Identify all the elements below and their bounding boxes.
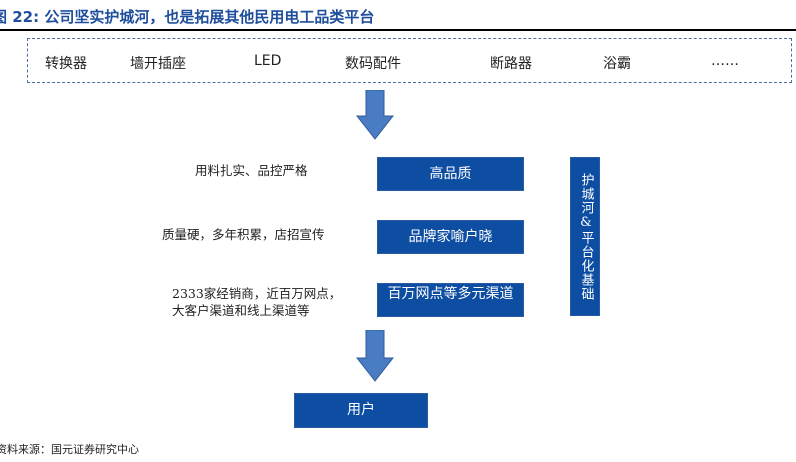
- source-note: 资料来源：国元证券研究中心: [0, 443, 139, 456]
- channel-label-line1: 2333家经销商，近百万网点，: [172, 286, 342, 301]
- quality-box: 高品质: [377, 157, 524, 191]
- channel-label-line2: 大客户渠道和线上渠道等: [172, 303, 310, 318]
- moat-platform-box: 护城河&平台化基础: [570, 157, 600, 316]
- category-item: LED: [254, 53, 282, 69]
- user-box: 用户: [294, 393, 428, 428]
- category-item: 浴霸: [603, 56, 631, 72]
- quality-label: 用料扎实、品控严格: [195, 163, 308, 178]
- brand-label: 质量硬，多年积累，店招宣传: [162, 227, 325, 242]
- category-item: 转换器: [45, 56, 87, 72]
- down-arrow-icon: [356, 90, 394, 140]
- channel-box: 百万网点等多元渠道: [377, 283, 524, 317]
- category-item: 断路器: [490, 56, 532, 72]
- category-box: [27, 38, 792, 83]
- category-item: 墙开插座: [130, 56, 186, 72]
- category-item: ……: [711, 53, 739, 69]
- down-arrow-icon: [356, 330, 394, 382]
- category-item: 数码配件: [345, 56, 401, 72]
- figure-title: 图 22: 公司坚实护城河，也是拓展其他民用电工品类平台: [0, 8, 375, 26]
- brand-box: 品牌家喻户晓: [377, 220, 524, 254]
- title-divider: [0, 29, 796, 31]
